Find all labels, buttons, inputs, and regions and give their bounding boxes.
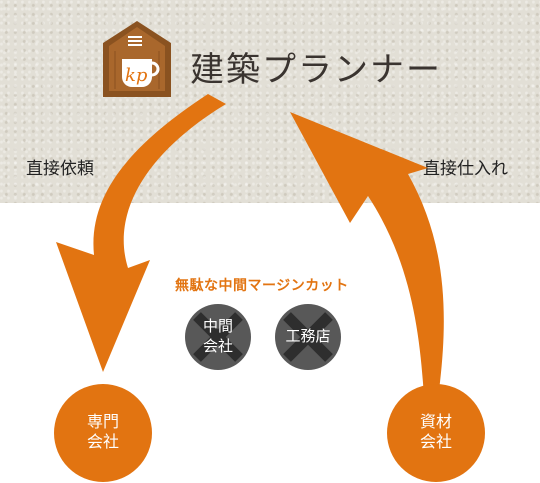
endpoint-label-line1: 専門 <box>86 412 119 431</box>
label-direct-purchase: 直接仕入れ <box>423 159 508 179</box>
cut-item-contractor: 工務店 <box>275 304 341 370</box>
endpoint-label-line1: 資材 <box>419 412 452 431</box>
logo-letters: kp <box>125 65 148 86</box>
cut-margin-caption: 無駄な中間マージンカット <box>175 278 349 294</box>
endpoint-label-line2: 会社 <box>419 432 452 451</box>
endpoint-label-line2: 会社 <box>86 432 119 451</box>
cut-item-intermediary: 中間 会社 <box>185 304 251 370</box>
arrow-down-left <box>56 94 226 372</box>
cut-item-label-line1: 中間 <box>202 317 233 335</box>
brand-name: 建築プランナー <box>190 50 442 90</box>
cross-icon <box>193 312 243 362</box>
cut-item-label-line2: 会社 <box>202 337 233 355</box>
endpoint-specialist-company: 専門 会社 <box>54 384 152 482</box>
arrow-up-right <box>290 112 444 398</box>
cross-icon <box>283 312 333 362</box>
house-logo-icon: kp <box>103 21 171 97</box>
endpoint-materials-company: 資材 会社 <box>387 384 485 482</box>
textured-header-background <box>0 0 540 203</box>
cut-item-label: 工務店 <box>285 327 331 345</box>
label-direct-request: 直接依頼 <box>26 159 94 179</box>
